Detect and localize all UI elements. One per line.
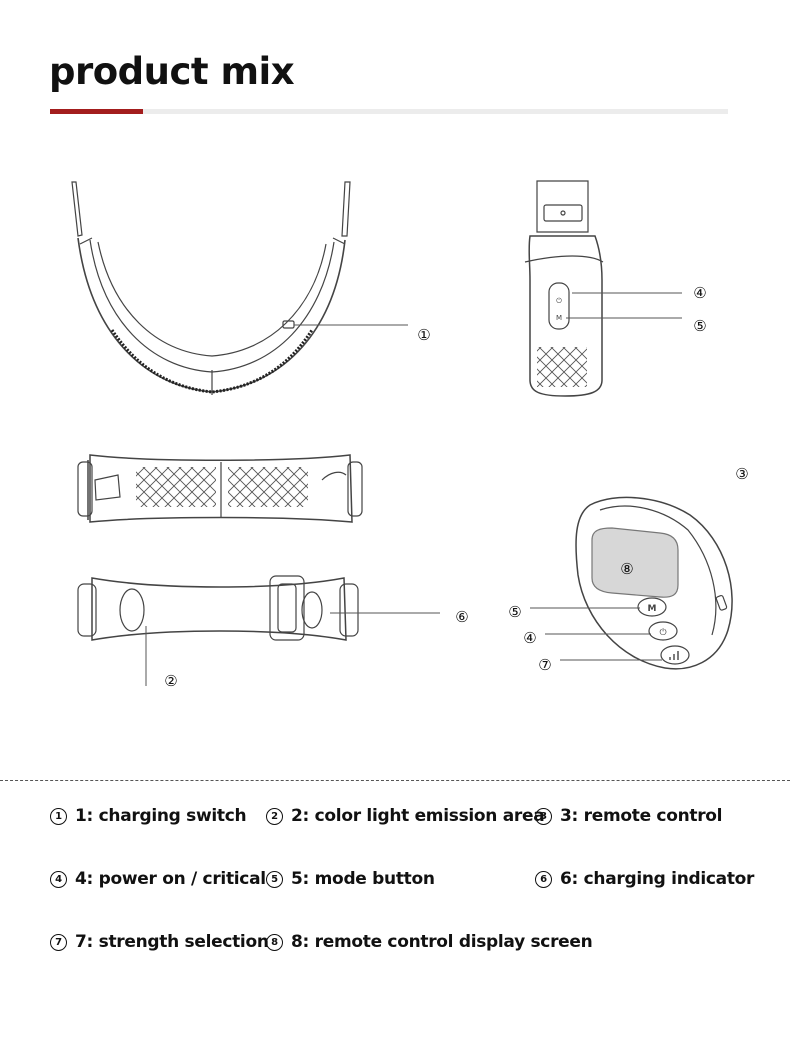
product-diagram: ⏻ M M ⏻ (71, 180, 749, 690)
title-underline (50, 109, 728, 114)
callout-4-device: ④ (693, 284, 706, 302)
callout-6: ⑥ (455, 608, 468, 626)
device-back-view (77, 575, 359, 641)
callout-1: ① (417, 326, 430, 344)
callout-5-device: ⑤ (693, 317, 706, 335)
remote-control: M ⏻ (575, 496, 733, 670)
callout-4-remote: ④ (523, 629, 536, 647)
device-front-view (77, 454, 363, 523)
svg-text:⏻: ⏻ (659, 627, 666, 638)
svg-text:M: M (556, 314, 562, 322)
leader-lines (145, 292, 682, 686)
page-title: product mix (49, 50, 295, 93)
callout-2: ② (164, 672, 177, 690)
title-underline-accent (50, 109, 143, 114)
device-top-view (71, 181, 351, 395)
callout-7: ⑦ (538, 656, 551, 674)
callout-5-remote: ⑤ (508, 603, 521, 621)
device-side-view: ⏻ M (524, 180, 604, 397)
remote-mode-key: M (648, 604, 657, 614)
callout-8: ⑧ (620, 560, 633, 578)
callout-3: ③ (735, 465, 748, 483)
callouts: ① ④ ⑤ ③ ⑧ ⑥ ⑤ ④ ⑦ ② (164, 284, 748, 690)
section-divider (0, 780, 790, 781)
svg-text:⏻: ⏻ (556, 297, 562, 305)
